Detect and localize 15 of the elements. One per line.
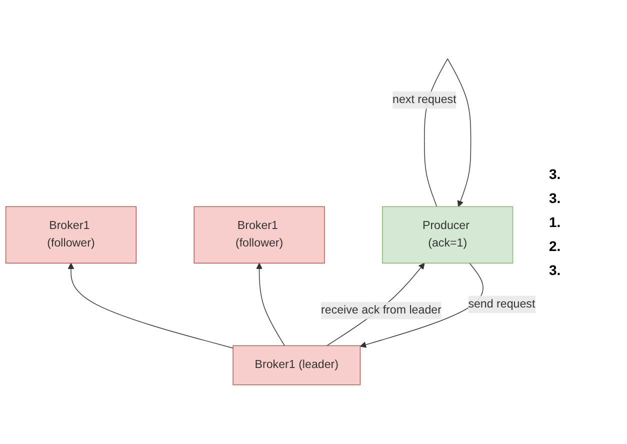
step-number: 3. [549,166,562,182]
node-box: Producer (ack=1) [382,206,514,264]
step-number: 2. [549,238,562,254]
edge-label: send request [468,298,536,310]
edge-label: receive ack from leader [321,304,442,317]
arrow [68,263,234,349]
node-box: Broker1 (leader) [232,346,361,386]
arrow [256,263,285,346]
arrow [360,262,484,348]
step-number: 1. [549,214,562,230]
edge-label: next request [392,94,456,106]
node-box: Broker1 (follower) [194,206,325,264]
node-box: Broker1 (follower) [5,206,137,264]
step-number: 3. [549,190,562,206]
step-number: 3. [549,262,562,278]
